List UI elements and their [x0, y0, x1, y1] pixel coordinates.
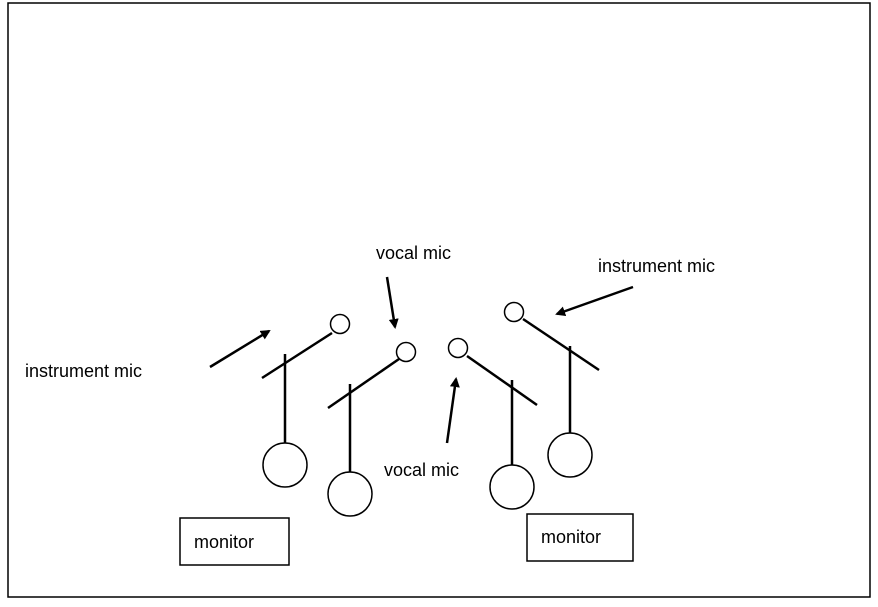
mic-head — [503, 301, 525, 323]
monitor-right: monitor — [526, 513, 634, 562]
label-instrument-mic-left: instrument mic — [25, 361, 142, 381]
mic-boom — [327, 357, 400, 410]
mic-stand-vocal-left — [327, 341, 417, 517]
mic-stand-base — [262, 442, 308, 488]
arrow-instrument-mic-left — [209, 329, 271, 369]
mic-stand-base — [547, 432, 593, 478]
label-vocal-mic-top: vocal mic — [376, 243, 451, 263]
mic-boom — [261, 331, 333, 380]
arrow-vocal-mic-top — [385, 276, 399, 329]
arrow-vocal-mic-bottom — [445, 377, 460, 444]
monitor-box — [526, 513, 634, 562]
label-instrument-mic-right: instrument mic — [598, 256, 715, 276]
diagram-frame — [7, 2, 871, 598]
mic-boom — [522, 317, 600, 372]
mic-stand-base — [327, 471, 373, 517]
monitor-label: monitor — [194, 532, 254, 552]
mic-head — [447, 337, 469, 359]
monitor-left: monitor — [179, 517, 290, 566]
arrow-instrument-mic-right — [555, 285, 634, 317]
monitor-box — [179, 517, 290, 566]
mic-head — [329, 313, 351, 335]
mic-stand-instrument-left — [261, 313, 351, 488]
mic-stand-base — [489, 464, 535, 510]
mic-stand-instrument-right — [503, 301, 600, 478]
mic-stand-vocal-right — [447, 337, 538, 510]
label-vocal-mic-bottom: vocal mic — [384, 460, 459, 480]
mic-head — [395, 341, 417, 363]
mic-boom — [466, 354, 538, 407]
monitor-label: monitor — [541, 527, 601, 547]
